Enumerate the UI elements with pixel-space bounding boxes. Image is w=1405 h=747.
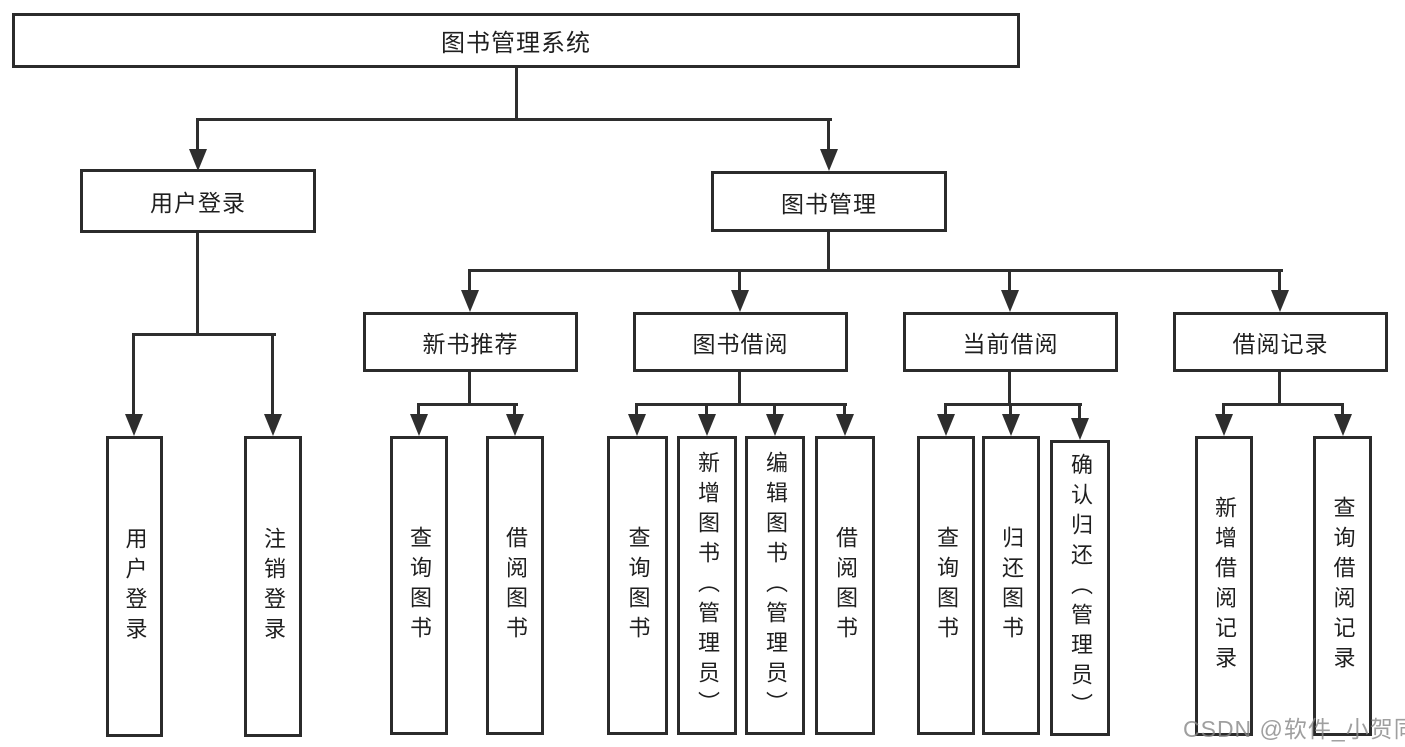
connector-borrow-drop-2 [705, 403, 708, 417]
leaf-label: 用户登录 [122, 526, 148, 647]
leaf-user-login: 用户登录 [106, 436, 163, 737]
connector-current-drop-1 [944, 403, 947, 417]
connector-current-drop-2 [1009, 403, 1012, 417]
arrowhead-down-icon [628, 414, 646, 436]
arrowhead-down-icon [731, 290, 749, 312]
leaf-borrow-books-1: 借阅图书 [486, 436, 544, 735]
connector-root-drop-right [827, 118, 830, 151]
leaf-label: 归还图书 [999, 525, 1024, 646]
leaf-label: 新增借阅记录 [1212, 496, 1237, 676]
leaf-query-books-3: 查询图书 [917, 436, 975, 735]
leaf-label: 确认归还（管理员） [1068, 453, 1093, 723]
connector-recommend-drop-2 [513, 403, 516, 417]
connector-root-stem [515, 68, 518, 120]
leaf-label: 查询图书 [934, 525, 959, 646]
arrowhead-down-icon [698, 414, 716, 436]
connector-borrow-drop-1 [635, 403, 638, 417]
leaf-logout: 注销登录 [244, 436, 302, 737]
arrowhead-down-icon [410, 414, 428, 436]
leaf-confirm-return-admin: 确认归还（管理员） [1050, 440, 1110, 736]
connector-borrow-stem [738, 372, 741, 406]
leaf-borrow-books-2: 借阅图书 [815, 436, 875, 735]
connector-book-drop-1 [468, 269, 471, 292]
leaf-query-books-2: 查询图书 [607, 436, 668, 735]
connector-login-drop-2 [271, 333, 274, 416]
leaf-add-books-admin: 新增图书（管理员） [677, 436, 737, 735]
connector-records-stem [1278, 372, 1281, 406]
connector-book-drop-4 [1278, 269, 1281, 292]
leaf-label: 查询图书 [625, 525, 651, 646]
leaf-label: 查询图书 [407, 525, 432, 646]
arrowhead-down-icon [264, 414, 282, 436]
leaf-label: 新增图书（管理员） [695, 450, 720, 721]
arrowhead-down-icon [461, 290, 479, 312]
node-book-borrowing: 图书借阅 [633, 312, 848, 372]
node-user-login: 用户登录 [80, 169, 316, 233]
connector-current-hline [944, 403, 1082, 406]
connector-borrow-hline [635, 403, 847, 406]
connector-current-drop-3 [1078, 403, 1081, 420]
arrowhead-down-icon [506, 414, 524, 436]
arrowhead-down-icon [1215, 414, 1233, 436]
arrowhead-down-icon [766, 414, 784, 436]
arrowhead-down-icon [836, 414, 854, 436]
csdn-watermark: CSDN @软件_小贺同学 [1183, 716, 1405, 742]
connector-root-drop-left [196, 118, 199, 151]
node-book-management: 图书管理 [711, 171, 947, 232]
connector-book-hline [468, 269, 1283, 272]
leaf-label: 编辑图书（管理员） [763, 450, 788, 721]
node-current-borrowing: 当前借阅 [903, 312, 1118, 372]
arrowhead-down-icon [125, 414, 143, 436]
leaf-label: 借阅图书 [833, 525, 858, 646]
connector-borrow-drop-4 [843, 403, 846, 417]
connector-book-drop-3 [1008, 269, 1011, 292]
arrowhead-down-icon [937, 414, 955, 436]
arrowhead-down-icon [1071, 418, 1089, 440]
connector-current-stem [1008, 372, 1011, 406]
connector-records-hline [1222, 403, 1344, 406]
connector-recommend-drop-1 [417, 403, 420, 417]
leaf-label: 借阅图书 [503, 525, 528, 646]
connector-root-hline [196, 118, 832, 121]
connector-book-stem [827, 232, 830, 272]
connector-login-stem [196, 233, 199, 336]
arrowhead-down-icon [1001, 290, 1019, 312]
node-new-book-recommend: 新书推荐 [363, 312, 578, 372]
leaf-label: 注销登录 [261, 526, 286, 647]
node-borrow-records: 借阅记录 [1173, 312, 1388, 372]
arrowhead-down-icon [820, 149, 838, 171]
leaf-query-books-1: 查询图书 [390, 436, 448, 735]
leaf-edit-books-admin: 编辑图书（管理员） [745, 436, 805, 735]
connector-records-drop-1 [1222, 403, 1225, 417]
connector-book-drop-2 [738, 269, 741, 292]
connector-login-drop-1 [132, 333, 135, 416]
leaf-add-borrow-record: 新增借阅记录 [1195, 436, 1253, 736]
connector-login-hline [132, 333, 276, 336]
arrowhead-down-icon [189, 149, 207, 171]
arrowhead-down-icon [1271, 290, 1289, 312]
connector-recommend-hline [417, 403, 518, 406]
node-library-system-root: 图书管理系统 [12, 13, 1020, 68]
connector-borrow-drop-3 [773, 403, 776, 417]
arrowhead-down-icon [1334, 414, 1352, 436]
arrowhead-down-icon [1002, 414, 1020, 436]
connector-recommend-stem [468, 372, 471, 406]
leaf-return-books: 归还图书 [982, 436, 1040, 735]
connector-records-drop-2 [1341, 403, 1344, 417]
leaf-label: 查询借阅记录 [1330, 496, 1356, 676]
leaf-query-borrow-record: 查询借阅记录 [1313, 436, 1372, 736]
